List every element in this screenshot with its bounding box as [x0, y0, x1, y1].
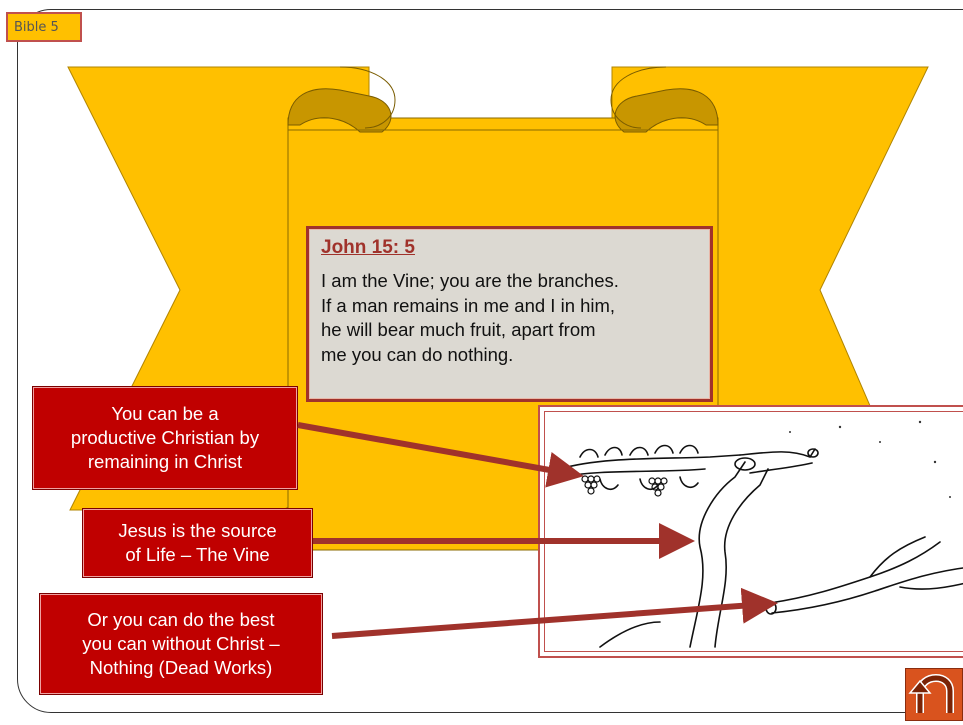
vine-illustration [538, 405, 963, 658]
callout-line: remaining in Christ [71, 450, 259, 474]
callout-productive-christian: You can be a productive Christian by rem… [32, 386, 298, 490]
verse-reference: John 15: 5 [321, 237, 698, 259]
vine-drawing [540, 407, 963, 656]
callout-line: You can be a [71, 402, 259, 426]
u-turn-arrow-icon [906, 669, 962, 720]
verse-line: I am the Vine; you are the branches. [321, 269, 698, 294]
verse-line: me you can do nothing. [321, 343, 698, 368]
callout-line: Or you can do the best [82, 608, 279, 632]
verse-box: John 15: 5 I am the Vine; you are the br… [306, 226, 713, 402]
verse-line: he will bear much fruit, apart from [321, 318, 698, 343]
verse-line: If a man remains in me and I in him, [321, 294, 698, 319]
callout-dead-works: Or you can do the best you can without C… [39, 593, 323, 695]
callout-line: Nothing (Dead Works) [82, 656, 279, 680]
return-button[interactable] [905, 668, 963, 721]
callout-source-of-life: Jesus is the source of Life – The Vine [82, 508, 313, 578]
callout-line: Jesus is the source [118, 519, 276, 543]
verse-text: I am the Vine; you are the branches. If … [321, 269, 698, 367]
callout-line: of Life – The Vine [118, 543, 276, 567]
callout-line: you can without Christ – [82, 632, 279, 656]
callout-line: productive Christian by [71, 426, 259, 450]
slide-tag: Bible 5 [6, 12, 82, 42]
